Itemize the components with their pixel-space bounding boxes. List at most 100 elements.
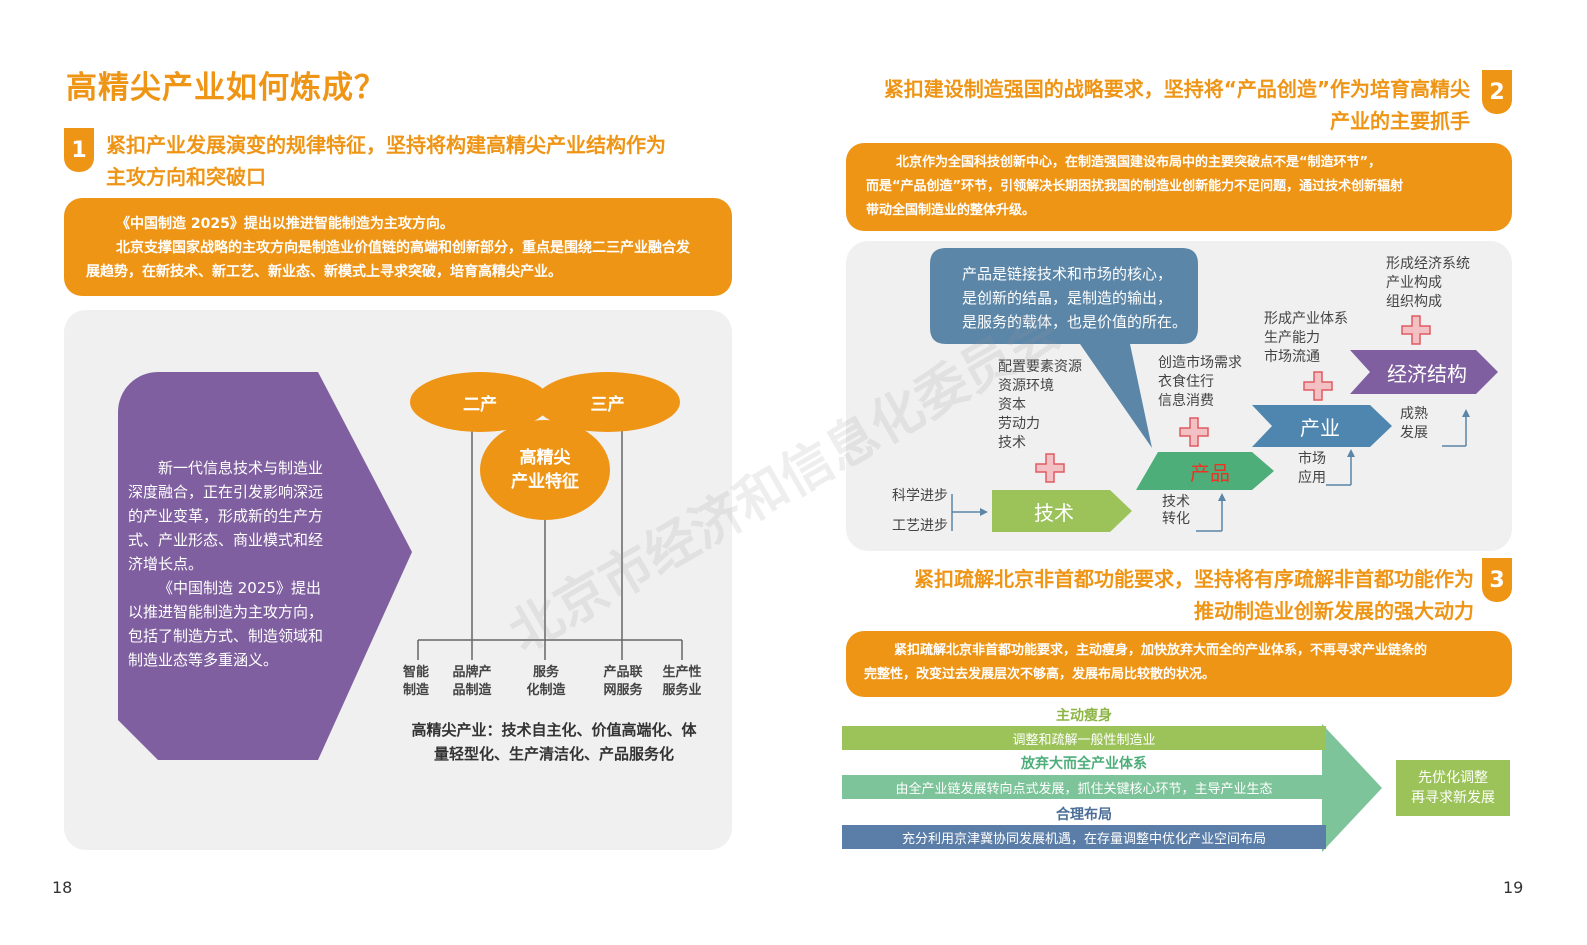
section-3-title-line2: 推动制造业创新发展的强大动力: [1194, 599, 1474, 623]
plus-icon: [1303, 371, 1333, 401]
result-box: 先优化调整 再寻求新发展: [1396, 760, 1510, 816]
market-app-line: 应用: [1298, 470, 1326, 486]
feature-label: 智能制造: [396, 664, 436, 700]
stage-product: 产品: [1136, 452, 1274, 490]
market-demand-line: 信息消费: [1158, 393, 1214, 409]
intro-line1: 《中国制造 2025》提出以推进智能制造为主攻方向。: [116, 216, 454, 232]
callout-line: 是服务的载体，也是价值的所在。: [962, 313, 1188, 331]
stage-economic-structure: 经济结构: [1350, 350, 1498, 394]
feature-line: 生产性: [662, 665, 702, 680]
feature-line: 网服务: [603, 683, 643, 698]
mature-line: 成熟: [1400, 406, 1428, 422]
stage-economic-label: 经济结构: [1387, 361, 1467, 386]
callout-text: 产品是链接技术和市场的核心， 是创新的结晶，是制造的输出， 是服务的载体，也是价…: [962, 262, 1187, 334]
stage-technology-label: 技术: [1034, 500, 1074, 525]
stage-industry: 产业: [1252, 405, 1392, 447]
purple-paragraph-1: 新一代信息技术与制造业 深度融合，正在引发影响深远 的产业变革，形成新的生产方 …: [128, 456, 348, 576]
callout-bubble: [930, 248, 1198, 448]
intro-box: 《中国制造 2025》提出以推进智能制造为主攻方向。 北京支撑国家战略的主攻方向…: [64, 198, 732, 296]
section-3-title: 紧扣疏解北京非首都功能要求，坚持将有序疏解非首都功能作为 推动制造业创新发展的强…: [846, 563, 1474, 627]
feature-tree-lines: [417, 420, 683, 660]
tech-transform-line: 技术: [1162, 494, 1190, 510]
hpi-summary-line1: 高精尖产业：技术自主化、价值高端化、体: [411, 721, 697, 739]
feature-label: 生产性服务业: [656, 664, 708, 700]
section-3-badge: 3: [1482, 558, 1512, 602]
bar-title: 放弃大而全产业体系: [1021, 756, 1147, 772]
section-2-title-line1: 紧扣建设制造强国的战略要求，坚持将“产品创造”作为培育高精尖: [883, 77, 1470, 101]
feature-label: 服务化制造: [520, 664, 572, 700]
market-app-label: 市场 应用: [1298, 450, 1326, 488]
purple-p1-line: 济增长点。: [128, 555, 204, 573]
intro-line3: 展趋势，在新技术、新工艺、新业态、新模式上寻求突破，培育高精尖产业。: [86, 264, 562, 280]
diagram-connectors: [951, 409, 1470, 532]
box2-line1: 北京作为全国科技创新中心，在制造强国建设布局中的主要突破点不是“制造环节”，: [896, 155, 1382, 170]
market-demand-label: 创造市场需求 衣食住行 信息消费: [1158, 354, 1242, 411]
resources-line: 资本: [998, 397, 1026, 413]
bar-title: 主动瘦身: [1056, 708, 1112, 724]
feature-label: 产品联网服务: [597, 664, 649, 700]
purple-p2-line: 制造业态等多重涵义。: [128, 651, 279, 669]
mature-label: 成熟 发展: [1400, 405, 1428, 443]
purple-p1-line: 的产业变革，形成新的生产方: [128, 507, 324, 525]
purple-p2-line: 以推进智能制造为主攻方向，: [128, 603, 324, 621]
section-2-title: 紧扣建设制造强国的战略要求，坚持将“产品创造”作为培育高精尖 产业的主要抓手: [846, 73, 1470, 137]
intro-line2: 北京支撑国家战略的主攻方向是制造业价值链的高端和创新部分，重点是围绕二三产业融合…: [116, 240, 690, 256]
section-1-title-line2: 主攻方向和突破口: [106, 165, 266, 189]
market-app-line: 市场: [1298, 451, 1326, 467]
ellipse-hpi-characteristics: 高精尖 产业特征: [480, 420, 610, 520]
hpi-summary: 高精尖产业：技术自主化、价值高端化、体 量轻型化、生产清洁化、产品服务化: [396, 718, 712, 766]
section-1-title: 紧扣产业发展演变的规律特征，坚持将构建高精尖产业结构作为 主攻方向和突破口: [106, 129, 666, 193]
stage-technology: 技术: [992, 490, 1132, 532]
resources-line: 劳动力: [998, 416, 1040, 432]
purple-paragraph-2: 《中国制造 2025》提出 以推进智能制造为主攻方向， 包括了制造方式、制造领域…: [128, 576, 348, 672]
result-line2: 再寻求新发展: [1411, 790, 1495, 806]
industry-system-label: 形成产业体系 生产能力 市场流通: [1264, 310, 1348, 367]
tech-transform-line: 转化: [1162, 511, 1190, 527]
feature-line: 品制造: [452, 683, 492, 698]
feature-line: 智能: [402, 665, 429, 680]
page-number-left: 18: [52, 878, 73, 897]
ellipse-center-line2: 产业特征: [511, 472, 579, 492]
industry-system-line: 市场流通: [1264, 349, 1320, 365]
market-demand-line: 创造市场需求: [1158, 355, 1242, 371]
callout-line: 产品是链接技术和市场的核心，: [962, 265, 1173, 283]
bar: 充分利用京津冀协同发展机遇，在存量调整中优化产业空间布局: [842, 825, 1326, 849]
relocation-box: 紧扣疏解北京非首都功能要求，主动瘦身，加快放弃大而全的产业体系，不再寻求产业链条…: [846, 631, 1512, 697]
bar: 由全产业链发展转向点式发展，抓住关键核心环节，主导产业生态: [842, 775, 1326, 799]
feature-line: 服务业: [662, 683, 702, 698]
purple-p2-line: 《中国制造 2025》提出: [158, 579, 321, 597]
purple-p1-line: 深度融合，正在引发影响深远: [128, 483, 324, 501]
box2-line3: 带动全国制造业的整体升级。: [866, 203, 1036, 218]
purple-p2-line: 包括了制造方式、制造领域和: [128, 627, 324, 645]
strategy-arrow: [1322, 724, 1382, 852]
feature-line: 服务: [532, 665, 559, 680]
input-science-progress: 科学进步: [892, 488, 948, 504]
plus-icon: [1179, 417, 1209, 447]
feature-line: 品牌产: [452, 665, 492, 680]
section-2-title-line2: 产业的主要抓手: [1330, 109, 1470, 133]
stage-product-label: 产品: [1190, 460, 1230, 485]
feature-label: 品牌产品制造: [446, 664, 498, 700]
bar-title: 合理布局: [1056, 807, 1112, 823]
feature-line: 制造: [402, 683, 429, 698]
resources-label: 配置要素资源 资源环境 资本 劳动力 技术: [998, 358, 1082, 453]
callout-line: 是创新的结晶，是制造的输出，: [962, 289, 1173, 307]
stage-industry-label: 产业: [1300, 415, 1340, 440]
plus-icon: [1035, 453, 1065, 483]
input-process-progress: 工艺进步: [892, 518, 948, 534]
hpi-summary-line2: 量轻型化、生产清洁化、产品服务化: [433, 745, 674, 763]
industry-system-line: 生产能力: [1264, 330, 1320, 346]
bar: 调整和疏解一般性制造业: [842, 726, 1326, 750]
economic-system-line: 产业构成: [1386, 275, 1442, 291]
economic-system-line: 形成经济系统: [1386, 256, 1470, 272]
resources-line: 资源环境: [998, 378, 1054, 394]
page-number-right: 19: [1503, 878, 1524, 897]
section-1-badge: 1: [64, 128, 94, 172]
economic-system-line: 组织构成: [1386, 294, 1442, 310]
ellipse-center-line1: 高精尖: [519, 448, 571, 468]
feature-line: 产品联: [603, 665, 643, 680]
section-3-title-line1: 紧扣疏解北京非首都功能要求，坚持将有序疏解非首都功能作为: [914, 567, 1474, 591]
tech-transform-label: 技术 转化: [1162, 494, 1190, 528]
purple-p1-line: 新一代信息技术与制造业: [158, 459, 324, 477]
resources-line: 技术: [998, 435, 1026, 451]
